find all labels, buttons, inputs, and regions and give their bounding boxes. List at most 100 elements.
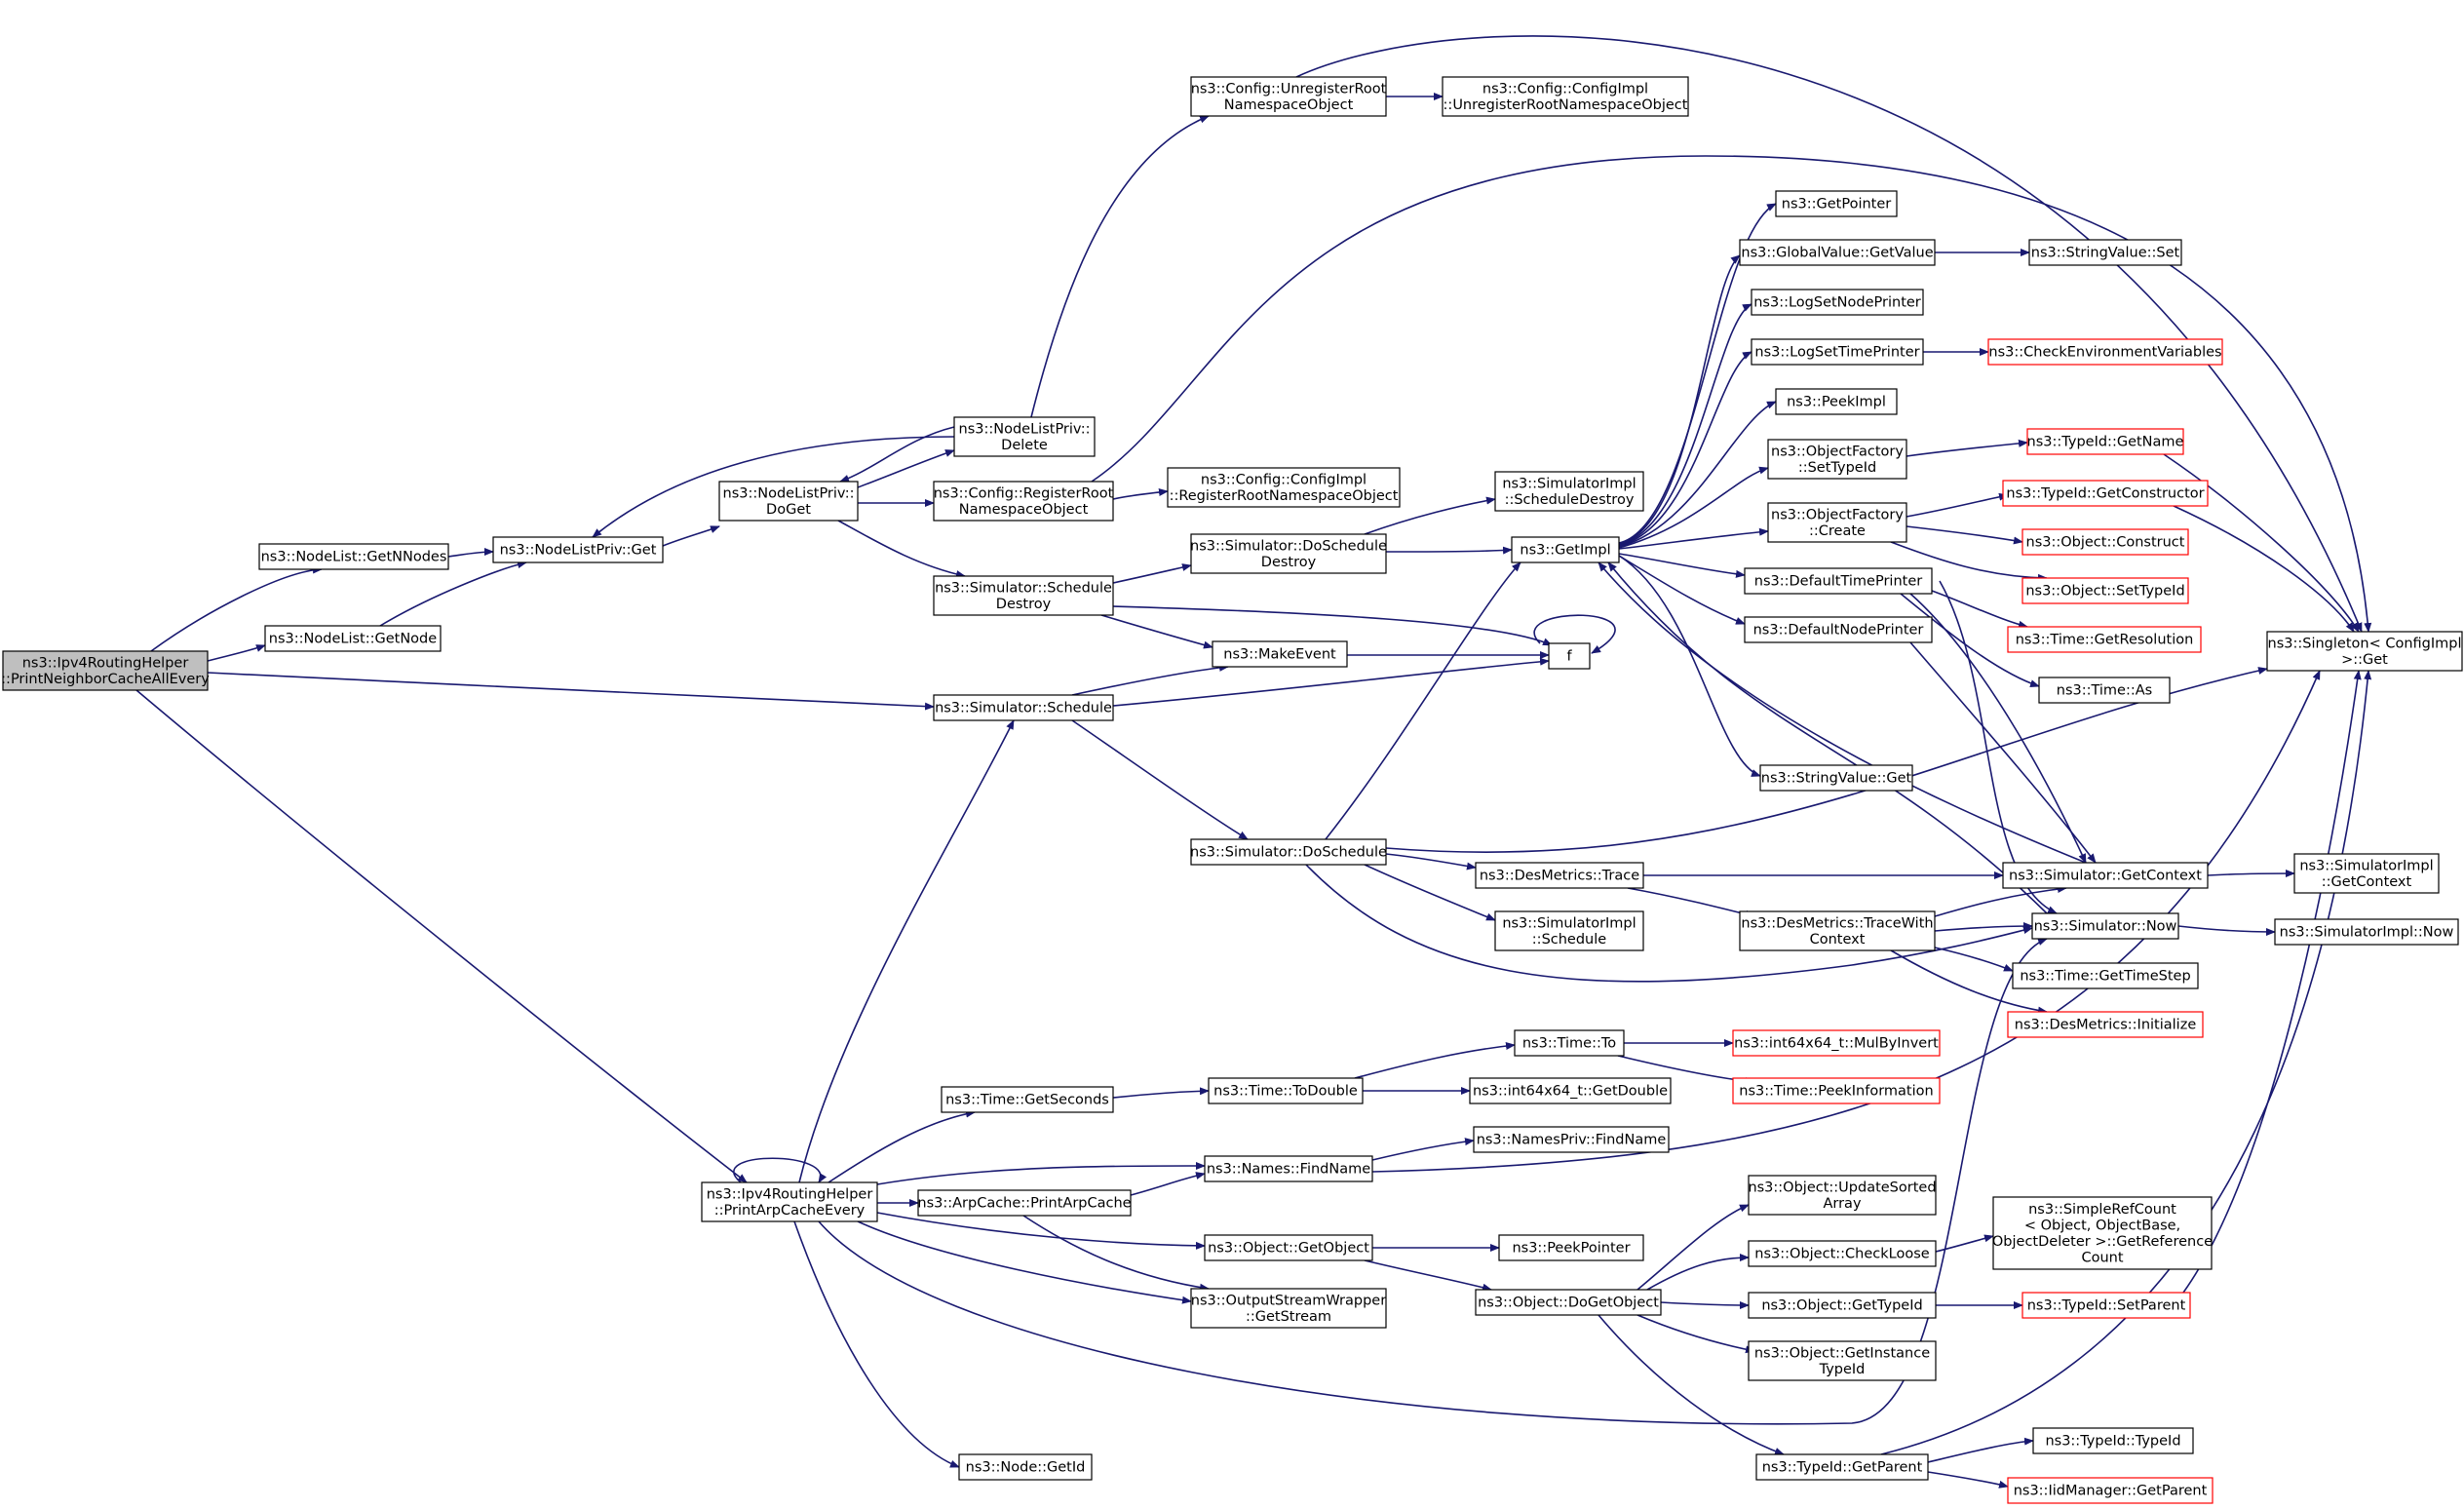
node-box (953, 416, 1096, 457)
node-typeid-getconstructor[interactable]: ns3::TypeId::GetConstructor (2002, 480, 2209, 507)
node-cfgimpl-reg[interactable]: ns3::Config::ConfigImpl::RegisterRootNam… (1167, 467, 1401, 508)
edge-object_dogetobject-to-object_gettypeid (1660, 1300, 1750, 1309)
node-nl-getnnodes[interactable]: ns3::NodeList::GetNNodes (258, 543, 449, 570)
node-arpcache-print[interactable]: ns3::ArpCache::PrintArpCache (917, 1189, 1132, 1217)
node-of-create[interactable]: ns3::ObjectFactory::Create (1767, 502, 1907, 543)
edge-getimpl-to-of_settypeid (1618, 466, 1769, 549)
node-label: ns3::Object::GetObject (1208, 1241, 1369, 1257)
node-int64-mulbyinvert[interactable]: ns3::int64x64_t::MulByInvert (1732, 1029, 1941, 1057)
node-label: ns3::Object::UpdateSorted (1748, 1180, 1936, 1195)
node-typeid-setparent[interactable]: ns3::TypeId::SetParent (2021, 1292, 2191, 1319)
node-getimpl[interactable]: ns3::GetImpl (1511, 536, 1620, 563)
node-label: NamespaceObject (959, 502, 1089, 518)
node-object-construct[interactable]: ns3::Object::Construct (2021, 528, 2189, 556)
node-printarp[interactable]: ns3::Ipv4RoutingHelper::PrintArpCacheEve… (701, 1181, 878, 1222)
node-cfg-unreg[interactable]: ns3::Config::UnregisterRootNamespaceObje… (1190, 76, 1387, 117)
node-typeid-getparent[interactable]: ns3::TypeId::GetParent (1755, 1453, 1929, 1481)
edge-sim_schedule-to-f (1112, 657, 1550, 707)
node-nlp-doget[interactable]: ns3::NodeListPriv::DoGet (718, 481, 859, 522)
node-box (1190, 533, 1387, 574)
node-checkenv[interactable]: ns3::CheckEnvironmentVariables (1987, 338, 2223, 366)
node-label: ::Create (1809, 523, 1866, 539)
node-sim-getcontext[interactable]: ns3::Simulator::GetContext (2002, 862, 2209, 889)
node-label: ns3::Ipv4RoutingHelper (707, 1186, 873, 1202)
node-simimpl-schedule[interactable]: ns3::SimulatorImpl::Schedule (1494, 910, 1644, 951)
node-typeid-typeid[interactable]: ns3::TypeId::TypeId (2032, 1427, 2194, 1454)
edge-getimpl-to-getpointer (1618, 203, 1777, 544)
node-box (1748, 1340, 1937, 1381)
node-label: ns3::Names::FindName (1207, 1162, 1370, 1178)
node-f[interactable]: f (1548, 642, 1591, 670)
node-defaultnodeprinter[interactable]: ns3::DefaultNodePrinter (1744, 616, 1933, 643)
node-root[interactable]: ns3::Ipv4RoutingHelper::PrintNeighborCac… (1, 650, 210, 691)
node-logsettimeprinter[interactable]: ns3::LogSetTimePrinter (1751, 338, 1924, 366)
node-nlp-get[interactable]: ns3::NodeListPriv::Get (492, 536, 664, 563)
node-stringvalue-set[interactable]: ns3::StringValue::Set (2028, 239, 2182, 266)
node-getpointer[interactable]: ns3::GetPointer (1775, 190, 1898, 217)
node-makeevent[interactable]: ns3::MakeEvent (1212, 640, 1348, 668)
node-label: ns3::Object::GetInstance (1754, 1345, 1930, 1361)
node-osw-getstream[interactable]: ns3::OutputStreamWrapper::GetStream (1190, 1288, 1387, 1329)
edge-sim_schedule-to-sim_doschedule (1071, 719, 1249, 840)
node-desmetrics-init[interactable]: ns3::DesMetrics::Initialize (2007, 1011, 2204, 1038)
edge-names_findname-to-namespriv_findname (1371, 1138, 1475, 1161)
node-sim-schedule-destroy[interactable]: ns3::Simulator::ScheduleDestroy (933, 575, 1114, 616)
node-object-dogetobject[interactable]: ns3::Object::DoGetObject (1475, 1289, 1662, 1316)
node-simimpl-schedule-destroy[interactable]: ns3::SimulatorImpl::ScheduleDestroy (1494, 471, 1644, 512)
node-defaulttimeprinter[interactable]: ns3::DefaultTimePrinter (1744, 567, 1933, 595)
node-time-to[interactable]: ns3::Time::To (1514, 1029, 1625, 1057)
node-object-getobject[interactable]: ns3::Object::GetObject (1204, 1234, 1373, 1261)
node-label: ns3::SimulatorImpl (1502, 915, 1636, 931)
node-simimpl-getcontext[interactable]: ns3::SimulatorImpl::GetContext (2293, 853, 2440, 894)
edge-time_todouble-to-time_to (1354, 1042, 1516, 1079)
node-nlp-delete[interactable]: ns3::NodeListPriv::Delete (953, 416, 1096, 457)
node-node-getid[interactable]: ns3::Node::GetId (958, 1453, 1093, 1481)
node-time-todouble[interactable]: ns3::Time::ToDouble (1208, 1077, 1364, 1104)
node-label: NamespaceObject (1224, 97, 1354, 113)
node-names-findname[interactable]: ns3::Names::FindName (1204, 1155, 1373, 1182)
node-box (2021, 577, 2189, 604)
node-nl-getnode[interactable]: ns3::NodeList::GetNode (264, 625, 442, 652)
node-logsetnodeprinter[interactable]: ns3::LogSetNodePrinter (1751, 289, 1924, 316)
node-cfgimpl-unreg[interactable]: ns3::Config::ConfigImpl::UnregisterRootN… (1442, 76, 1689, 117)
node-label: ns3::Config::ConfigImpl (1201, 472, 1367, 487)
node-sim-schedule[interactable]: ns3::Simulator::Schedule (933, 694, 1114, 721)
node-label: ns3::LogSetTimePrinter (1754, 345, 1919, 361)
node-time-gettimestep[interactable]: ns3::Time::GetTimeStep (2012, 962, 2199, 989)
node-box (2007, 626, 2202, 653)
node-peekpointer[interactable]: ns3::PeekPointer (1498, 1234, 1644, 1261)
node-time-getseconds[interactable]: ns3::Time::GetSeconds (941, 1086, 1114, 1113)
node-object-settypeid[interactable]: ns3::Object::SetTypeId (2021, 577, 2189, 604)
node-simplerefcount[interactable]: ns3::SimpleRefCount< Object, ObjectBase,… (1992, 1196, 2213, 1270)
node-peekimpl[interactable]: ns3::PeekImpl (1775, 388, 1898, 415)
node-label: ::GetStream (1246, 1309, 1331, 1325)
node-of-settypeid[interactable]: ns3::ObjectFactory::SetTypeId (1767, 439, 1907, 480)
node-object-gettypeid[interactable]: ns3::Object::GetTypeId (1748, 1292, 1937, 1319)
edge-arpcache_print-to-names_findname (1130, 1172, 1206, 1196)
edge-getimpl-to-logsettimeprinter (1618, 351, 1752, 547)
edge-sim_doschedule_destroy-to-simimpl_schedule_destroy (1364, 496, 1496, 535)
node-typeid-getname[interactable]: ns3::TypeId::GetName (2026, 428, 2184, 455)
node-object-checkloose[interactable]: ns3::Object::CheckLoose (1748, 1240, 1937, 1267)
node-int64-getdouble[interactable]: ns3::int64x64_t::GetDouble (1469, 1077, 1672, 1104)
node-time-peekinfo[interactable]: ns3::Time::PeekInformation (1732, 1077, 1941, 1104)
node-namespriv-findname[interactable]: ns3::NamesPriv::FindName (1473, 1126, 1670, 1153)
edge-printarp-to-sim_now (818, 938, 2048, 1425)
node-desmetrics-trace[interactable]: ns3::DesMetrics::Trace (1475, 862, 1644, 889)
node-sim-now[interactable]: ns3::Simulator::Now (2031, 912, 2179, 940)
node-time-getresolution[interactable]: ns3::Time::GetResolution (2007, 626, 2202, 653)
node-gv-getvalue[interactable]: ns3::GlobalValue::GetValue (1739, 239, 1936, 266)
node-stringvalue-get[interactable]: ns3::StringValue::Get (1759, 764, 1913, 792)
node-singleton-get[interactable]: ns3::Singleton< ConfigImpl >::Get (2266, 631, 2463, 672)
node-cfg-reg[interactable]: ns3::Config::RegisterRootNamespaceObject (933, 481, 1114, 522)
node-simimpl-now[interactable]: ns3::SimulatorImpl::Now (2274, 918, 2459, 946)
node-iidmanager-getparent[interactable]: ns3::IidManager::GetParent (2007, 1477, 2214, 1504)
node-label: ns3::TypeId::GetName (2027, 435, 2184, 450)
edge-sim_doschedule-to-singleton_get (1385, 667, 2268, 853)
node-time-as[interactable]: ns3::Time::As (2038, 677, 2171, 704)
node-sim-doschedule[interactable]: ns3::Simulator::DoSchedule (1190, 838, 1387, 866)
